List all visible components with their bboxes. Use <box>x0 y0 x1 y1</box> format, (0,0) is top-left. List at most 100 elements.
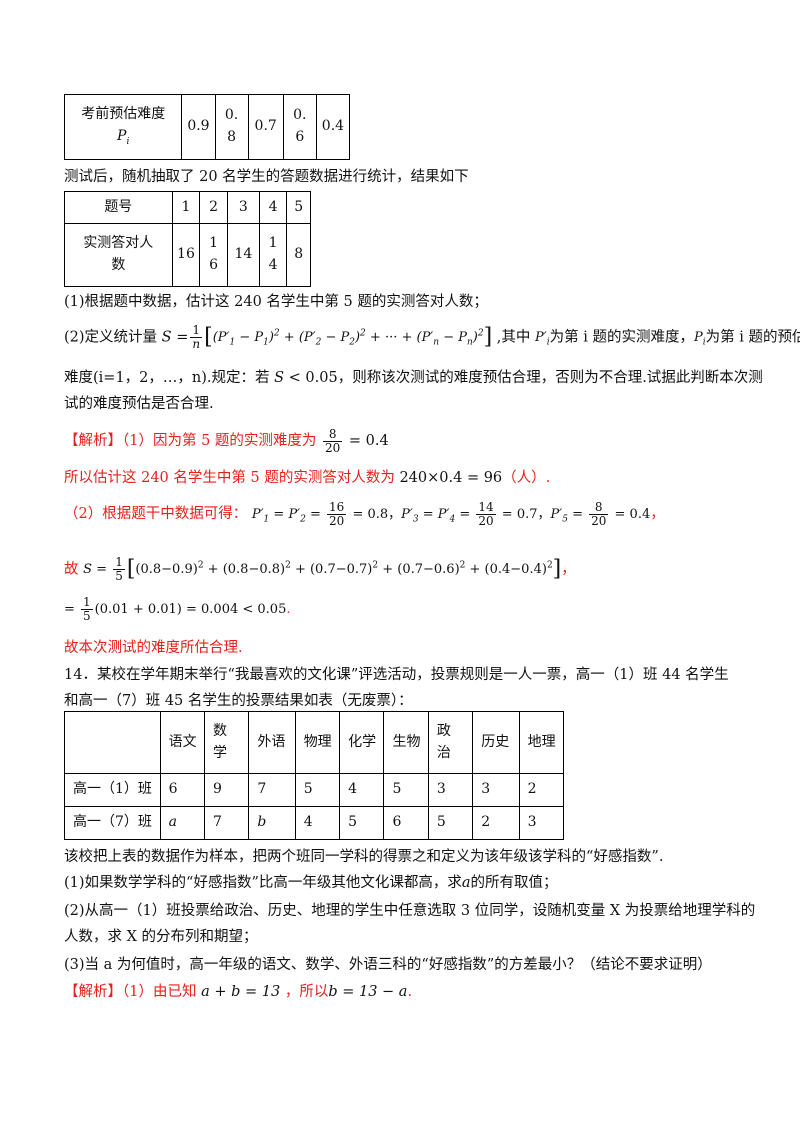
q14-part1: (1)如果数学学科的“好感指数”比高一年级其他文化课都高，求a的所有取值； <box>64 871 558 892</box>
count-5: 8 <box>286 223 311 287</box>
estimate-cell-5: 0.4 <box>315 94 351 160</box>
estimate-cell-4-bottom: 6 <box>295 129 305 145</box>
qnum-1: 1 <box>171 191 201 224</box>
solution13-line2: 所以估计这 240 名学生中第 5 题的实测答对人数为 240×0.4 = 96… <box>64 466 550 487</box>
variable-a: a <box>461 875 471 891</box>
solution13-s4-prefix: 故 <box>64 561 79 578</box>
header-math: 数学 <box>203 711 250 774</box>
q14-part2-line2: 人数，求 X 的分布列和期望； <box>64 929 258 945</box>
row2-cell-chinese: a <box>159 806 205 840</box>
q13-part2-line3: 试的难度预估是否合理. <box>64 396 214 412</box>
q13-part2-actual: 为第 i 题的实测难度， <box>549 329 694 346</box>
row2-cell-chemistry: 5 <box>339 806 385 840</box>
formula-bracket-open: [ <box>204 324 213 350</box>
header-chemistry: 化学 <box>339 711 385 774</box>
sampling-text: 测试后，随机抽取了 20 名学生的答题数据进行统计，结果如下 <box>64 169 469 185</box>
vote-results-table: 语文 数学 外语 物理 化学 生物 政治 历史 地理 高一（1）班 6 9 7 … <box>64 711 565 840</box>
count-4-top: 1 <box>268 235 278 252</box>
row1-cell-english: 7 <box>248 773 296 807</box>
row1-cell-math: 9 <box>203 773 250 807</box>
row1-cell-chemistry: 4 <box>339 773 385 807</box>
row1-cell-politics: 3 <box>427 773 474 807</box>
header-math-top: 数 <box>212 722 227 739</box>
sum-formula: a + b = 13 <box>201 984 281 1000</box>
qnum-3: 3 <box>226 191 260 224</box>
count-2-bottom: 6 <box>209 257 219 273</box>
row1-cell-chinese: 6 <box>159 773 205 807</box>
estimate-label-cell: 考前预估难度 Pi <box>63 94 183 160</box>
count-1: 16 <box>171 223 201 287</box>
header-politics-bottom: 治 <box>436 744 451 761</box>
q14-solution-a: （1）由已知 <box>122 984 197 1000</box>
correct-count-label: 实测答对人数 <box>64 223 173 287</box>
q14-solution: 【解析】（1）由已知 a + b = 13 ，所以b = 13 − a. <box>64 984 413 1000</box>
count-3: 14 <box>226 223 260 287</box>
row1-cell-physics: 5 <box>294 773 341 807</box>
estimate-cell-2-bottom: 8 <box>227 129 237 145</box>
q14-part1-text: (1)如果数学学科的“好感指数”比高一年级其他文化课都高，求 <box>64 875 462 891</box>
vote-corner-cell <box>64 711 161 774</box>
p-symbol: P <box>117 127 127 144</box>
header-physics: 物理 <box>294 711 341 774</box>
q13-part2-line2-text: 难度(i=1，2，…，n).规定：若 <box>64 370 270 386</box>
condition-formula: S <box>274 370 285 386</box>
row2-cell-physics: 4 <box>294 806 341 840</box>
solution13-unit: （人）. <box>502 470 551 486</box>
q13-part2-estimated: 为第 i 题的预估 <box>705 329 800 346</box>
row1-cell-history: 3 <box>472 773 520 807</box>
row2-cell-biology: 6 <box>383 806 429 840</box>
estimate-label: 考前预估难度 <box>81 106 166 123</box>
q14-line2: 和高一（7）班 45 名学生的投票结果如表（无废票）： <box>64 693 413 709</box>
q14-part3: (3)当 a 为何值时，高一年级的语文、数学、外语三科的“好感指数”的方差最小？… <box>64 957 712 973</box>
header-history: 历史 <box>472 711 520 774</box>
correct-count-label-line2: 数 <box>111 257 126 273</box>
estimate-cell-2: 0.8 <box>214 94 249 160</box>
solution13-conclusion: 故本次测试的难度所估合理. <box>64 640 243 656</box>
solution13-s2: 所以估计这 240 名学生中第 5 题的实测答对人数为 <box>64 470 395 486</box>
q13-part2-line2-rest: ，则称该次测试的难度预估合理，否则为不合理.试据此判断本次测 <box>337 370 763 386</box>
p-subscript: i <box>126 136 130 147</box>
formula-bracket-close: ] <box>483 324 493 350</box>
count-4-bottom: 4 <box>268 257 278 273</box>
formula-body: (P′1 − P1)2 + (P′2 − P2)2 + ··· + (P′n −… <box>212 329 484 348</box>
formula-eq: = <box>176 329 189 346</box>
qnum-5: 5 <box>286 191 311 224</box>
count-2-top: 1 <box>209 235 219 252</box>
estimate-cell-3: 0.7 <box>247 94 284 160</box>
p-i-symbol: Pi <box>693 330 706 348</box>
header-chinese: 语文 <box>159 711 205 774</box>
row2-cell-english: b <box>248 806 296 840</box>
estimate-symbol: Pi <box>65 126 181 150</box>
row1-label: 高一（1）班 <box>64 773 161 807</box>
row2-cell-politics: 5 <box>427 806 474 840</box>
difficulty-estimate-table: 考前预估难度 Pi 0.9 0.8 0.7 0.6 0.4 <box>63 94 351 160</box>
b-formula: b = 13 − a <box>328 984 408 1000</box>
q13-part1: (1)根据题中数据，估计这 240 名学生中第 5 题的实测答对人数； <box>64 294 488 310</box>
solution-tag: 【解析】 <box>64 433 122 449</box>
q13-part2-intro: (2)定义统计量 <box>64 329 158 346</box>
q14-solution-b: ，所以 <box>284 984 329 1000</box>
q14-part1-rest: 的所有取值； <box>470 875 558 891</box>
row2-cell-geography: 3 <box>518 806 565 840</box>
q14-definition: 该校把上表的数据作为样本，把两个班同一学科的得票之和定义为该年级该学科的“好感指… <box>64 849 664 865</box>
estimate-cell-4: 0.6 <box>282 94 317 160</box>
q13-part2-line2: 难度(i=1，2，…，n).规定：若 S < 0.05，则称该次测试的难度预估合… <box>64 366 763 387</box>
row1-cell-biology: 5 <box>383 773 429 807</box>
question-number-label: 题号 <box>64 191 173 224</box>
row1-cell-geography: 2 <box>518 773 565 807</box>
header-politics-top: 政 <box>436 722 451 739</box>
header-politics: 政治 <box>427 711 474 774</box>
row2-label: 高一（7）班 <box>64 806 161 840</box>
q13-part2-where: ,其中 <box>496 329 531 346</box>
row2-cell-math: 7 <box>203 806 250 840</box>
estimate-cell-1: 0.9 <box>181 94 216 160</box>
